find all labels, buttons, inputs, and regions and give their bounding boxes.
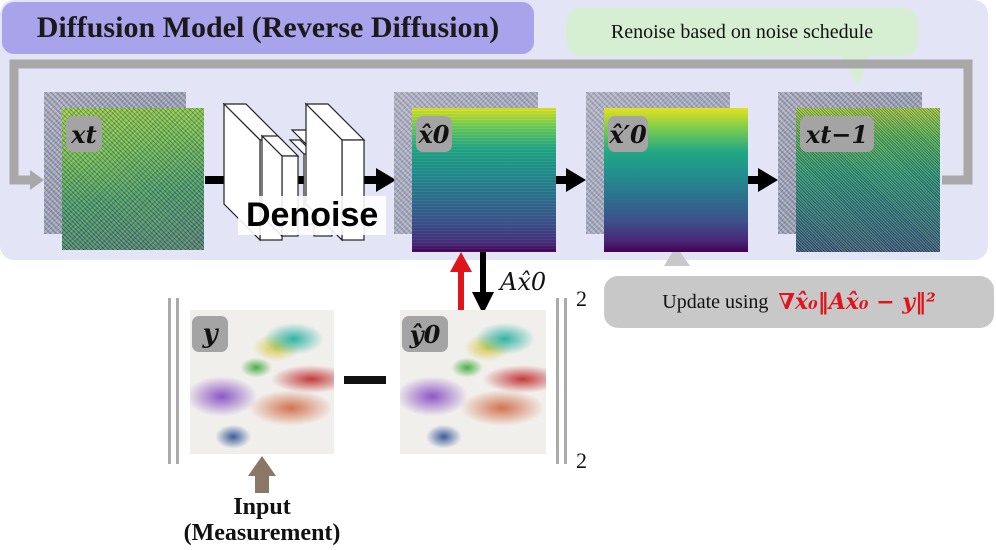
label-y: y (192, 316, 228, 352)
forward-op-label: Ax̂0 (500, 268, 547, 296)
input-caption: Input (Measurement) (162, 494, 362, 546)
renoise-bubble: Renoise based on noise schedule (566, 8, 918, 56)
arrowhead-x0prime-to-xt1 (758, 168, 778, 192)
input-arrow-shaft (255, 475, 269, 493)
label-xt: xt (66, 116, 102, 152)
gradient-up-arrowhead (450, 252, 472, 272)
norm-superscript: 2 (576, 286, 587, 311)
label-x0-hat: x̂0 (416, 116, 452, 152)
update-bubble-prefix: Update using (662, 290, 769, 313)
update-gradient-formula: ∇x̂₀‖Ax̂₀ − y‖² (778, 289, 936, 315)
update-bubble-tail (664, 246, 690, 266)
denoise-label: Denoise (238, 196, 387, 235)
minus-sign (344, 376, 386, 384)
arrowhead-x0-to-x0prime (566, 168, 586, 192)
input-caption-line2: (Measurement) (183, 520, 341, 546)
input-caption-line1: Input (233, 494, 291, 520)
loop-arrowhead (30, 170, 44, 190)
denoise-arrowhead (376, 168, 396, 192)
norm-left-bar-1 (168, 298, 171, 464)
label-x0-prime: x̂′0 (608, 116, 648, 152)
norm-right-bar-1 (556, 298, 559, 464)
panel-title: Diffusion Model (Reverse Diffusion) (2, 2, 534, 54)
label-xt-minus-1: xt−1 (800, 116, 874, 152)
update-bubble: Update using ∇x̂₀‖Ax̂₀ − y‖² (604, 276, 994, 328)
norm-left-bar-2 (176, 298, 179, 464)
renoise-loop-line (9, 59, 973, 185)
label-y0-hat: ŷ0 (402, 316, 448, 352)
forward-op-arrowhead (472, 292, 494, 314)
measurement-y-image (190, 310, 334, 454)
norm-right-bar-2 (564, 298, 567, 464)
input-arrowhead (248, 456, 276, 476)
norm-subscript: 2 (576, 448, 587, 473)
